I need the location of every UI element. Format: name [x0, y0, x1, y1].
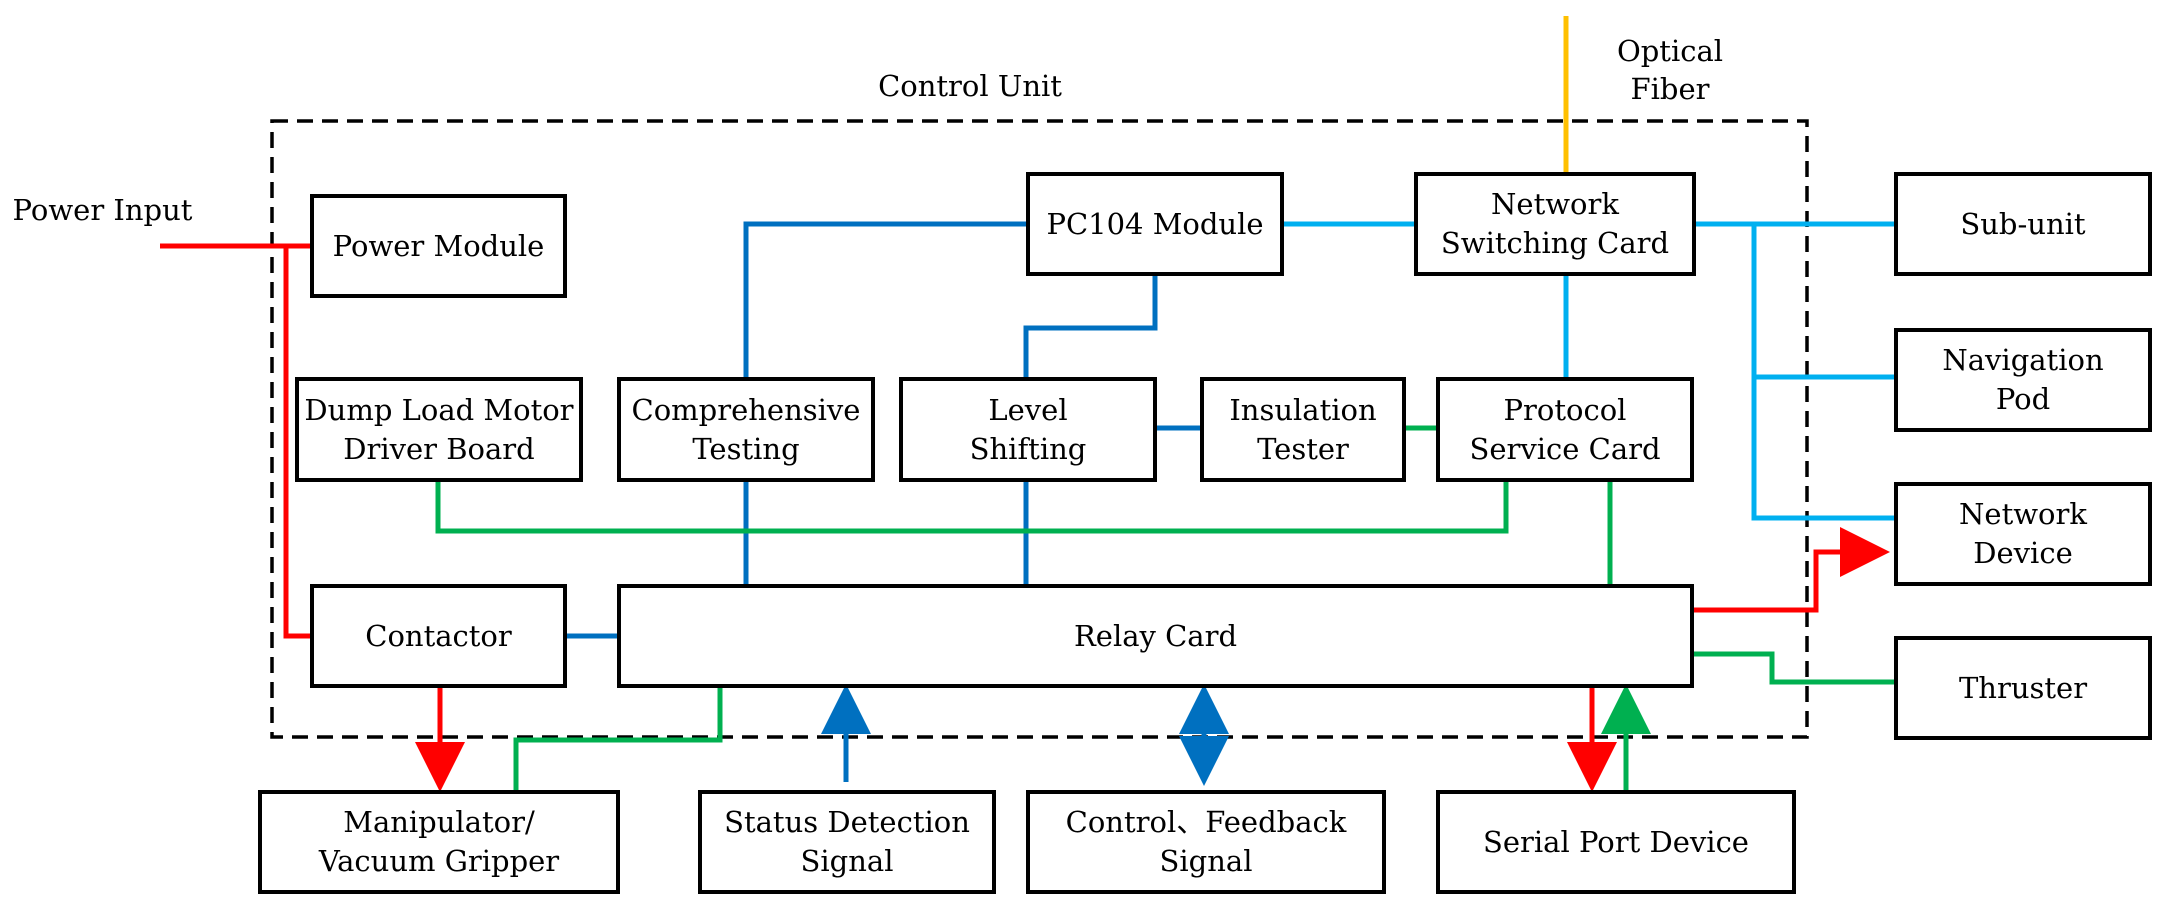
optical-fiber-label: Optical Fiber: [1616, 34, 1724, 106]
network-device-box: Network Device: [1894, 482, 2152, 586]
power-input-label: Power Input: [12, 193, 193, 227]
switch-branch-line: [1751, 224, 1894, 521]
power-to-contactor-line: [283, 246, 310, 639]
sub-unit-box: Sub-unit: [1894, 172, 2152, 276]
thruster-box: Thruster: [1894, 636, 2152, 740]
serial-port-device-box: Serial Port Device: [1436, 790, 1796, 894]
status-detection-box: Status Detection Signal: [698, 790, 996, 894]
network-switching-card-box: Network Switching Card: [1414, 172, 1696, 276]
level-shifting-box: Level Shifting: [899, 377, 1157, 482]
protocol-service-card-box: Protocol Service Card: [1436, 377, 1694, 482]
relay-card-box: Relay Card: [617, 584, 1694, 688]
dump-load-driver-box: Dump Load Motor Driver Board: [295, 377, 583, 482]
relay-to-manipulator-line: [513, 686, 723, 790]
relay-to-thruster-line: [1694, 651, 1894, 685]
control-unit-title: Control Unit: [878, 69, 1062, 103]
contactor-box: Contactor: [310, 584, 567, 688]
relay-to-network-device-arrow: [1694, 527, 1890, 613]
comprehensive-testing-box: Comprehensive Testing: [617, 377, 875, 482]
dump-load-to-protocol-line: [435, 482, 1509, 534]
manipulator-gripper-box: Manipulator/ Vacuum Gripper: [258, 790, 620, 894]
insulation-tester-box: Insulation Tester: [1200, 377, 1406, 482]
control-feedback-box: Control、Feedback Signal: [1026, 790, 1386, 894]
power-module-box: Power Module: [310, 194, 567, 298]
pc104-module-box: PC104 Module: [1026, 172, 1284, 276]
pc104-to-level-shifting-line: [1023, 276, 1158, 377]
pc104-to-comprehensive-line: [743, 221, 1026, 377]
navigation-pod-box: Navigation Pod: [1894, 328, 2152, 432]
